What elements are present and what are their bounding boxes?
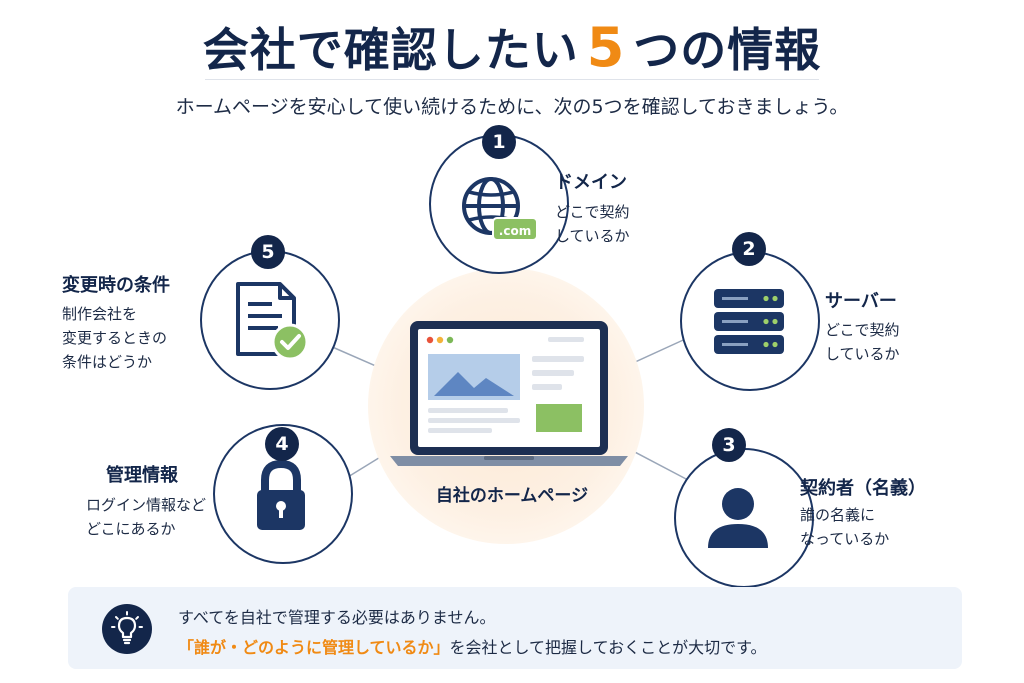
- node-title-server: サーバー: [825, 291, 897, 312]
- info-line-1: すべてを自社で管理する必要はありません。: [178, 608, 496, 627]
- node-desc-line: どこにあるか: [86, 520, 176, 538]
- node-desc-line: 変更するときの: [62, 329, 168, 347]
- node-desc-server: どこで契約 しているか: [825, 318, 900, 366]
- lightbulb-icon: [111, 611, 143, 645]
- laptop-icon: [390, 321, 628, 466]
- node-desc-line: 誰の名義に: [800, 506, 876, 524]
- node-desc-line: どこで契約: [825, 321, 900, 339]
- node-server: [680, 251, 820, 391]
- server-icon: [714, 289, 784, 354]
- node-change-conditions: [200, 250, 340, 390]
- node-number-4: 4: [265, 427, 299, 461]
- node-desc-line: どこで契約: [555, 203, 630, 221]
- node-desc-domain: どこで契約 しているか: [555, 200, 630, 248]
- info-line-2-rest: を会社として把握しておくことが大切です。: [449, 638, 767, 657]
- info-box: [68, 587, 962, 669]
- info-icon-circle: [102, 604, 152, 654]
- user-icon: [708, 488, 768, 548]
- title-suffix: つの情報: [633, 23, 822, 77]
- node-desc-line: 条件はどうか: [62, 353, 153, 371]
- title-number: 5: [586, 16, 626, 79]
- title-divider: [205, 79, 819, 80]
- node-contract-holder: [674, 448, 814, 588]
- globe-icon: [462, 177, 538, 241]
- node-number-5: 5: [251, 235, 285, 269]
- node-desc-line: しているか: [555, 227, 630, 245]
- info-line-2: 「誰が・どのように管理しているか」を会社として把握しておくことが大切です。: [178, 634, 767, 658]
- node-title-management-info: 管理情報: [106, 465, 178, 486]
- node-number-2: 2: [732, 232, 766, 266]
- node-title-domain: ドメイン: [555, 172, 627, 193]
- node-desc-line: なっているか: [800, 530, 890, 548]
- page-subtitle: ホームページを安心して使い続けるために、次の5つを確認しておきましょう。: [175, 96, 849, 118]
- node-desc-line: ログイン情報など: [86, 496, 207, 514]
- lock-icon: [257, 459, 305, 530]
- center-label: 自社のホームページ: [435, 486, 589, 506]
- node-title-contract-holder: 契約者（名義）: [800, 478, 926, 499]
- node-desc-line: しているか: [825, 345, 900, 363]
- domain-com-tag: .com: [498, 224, 532, 238]
- node-title-change-conditions: 変更時の条件: [62, 275, 170, 296]
- node-desc-line: 制作会社を: [62, 305, 138, 323]
- node-desc-contract-holder: 誰の名義に なっているか: [800, 503, 889, 551]
- node-desc-change-conditions: 制作会社を 変更するときの 条件はどうか: [62, 302, 167, 374]
- node-number-3: 3: [712, 428, 746, 462]
- info-highlight: 「誰が・どのように管理しているか」: [178, 638, 450, 657]
- node-desc-management-info: ログイン情報など どこにあるか: [86, 493, 206, 541]
- title-prefix: 会社で確認したい: [202, 23, 579, 77]
- node-number-1: 1: [482, 125, 516, 159]
- document-check-icon: [236, 282, 309, 361]
